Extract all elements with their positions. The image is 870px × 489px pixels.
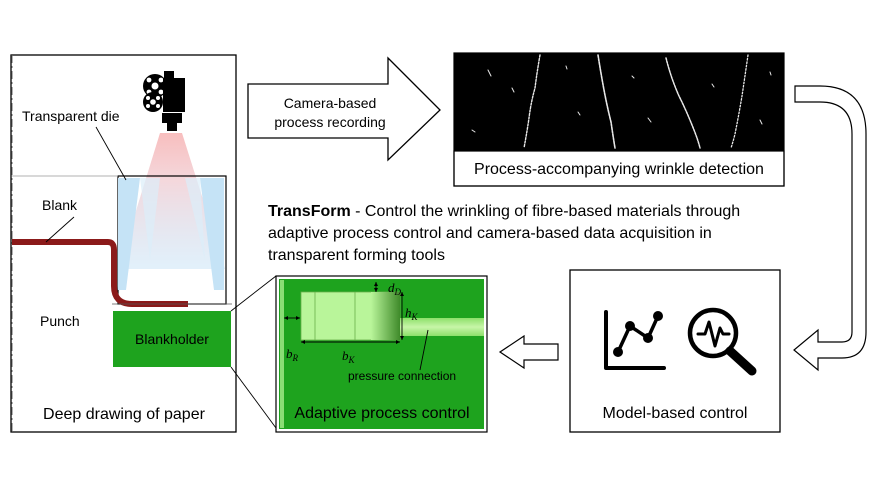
- film-camera-icon: [143, 71, 185, 131]
- dim-hK-arrow1: [400, 292, 404, 296]
- dim-bK-arrow1: [301, 340, 305, 344]
- blank-sheet: [12, 239, 188, 307]
- description-line1-rest: - Control the wrinkling of fibre-based m…: [351, 203, 741, 220]
- zoom-line-bottom: [230, 366, 277, 429]
- dim-bR-arrow2: [296, 316, 300, 320]
- die-light-left: [118, 178, 140, 290]
- wrinkle-image: [454, 53, 784, 151]
- label-dD-sub: D: [394, 287, 402, 297]
- dim-hK-arrow2: [400, 336, 404, 340]
- die-light-right: [200, 178, 224, 290]
- label-punch: Punch: [40, 313, 80, 329]
- label-transparent-die: Transparent die: [22, 108, 120, 124]
- die-callout-line: [95, 126, 127, 181]
- wrinkle-caption-box: [453, 150, 785, 187]
- wrinkle-frame: [453, 52, 785, 187]
- label-bK: bK: [342, 348, 356, 365]
- description-line3: transparent forming tools: [268, 247, 445, 264]
- wrinkle-caption: Process-accompanying wrinkle detection: [474, 161, 764, 178]
- dim-bK-arrow2: [396, 340, 400, 344]
- dim-bR-arrow1: [284, 316, 288, 320]
- model-control-panel: Model-based control: [569, 269, 781, 433]
- edge-strip: [280, 280, 284, 428]
- label-bK-sub: K: [348, 355, 356, 365]
- magnifier-pulse-icon: [687, 307, 757, 376]
- line-chart-icon: [604, 310, 666, 370]
- description-line1: TransForm - Control the wrinkling of fib…: [268, 203, 740, 220]
- wrinkle-detection-panel: Process-accompanying wrinkle detection: [453, 52, 785, 187]
- label-hK-sub: K: [411, 312, 419, 322]
- label-bR-sub: R: [292, 353, 299, 363]
- label-bR-main: b: [286, 346, 293, 361]
- deep-drawing-caption: Deep drawing of paper: [43, 406, 206, 423]
- die-light-mid2: [185, 178, 205, 260]
- label-bR: bR: [286, 346, 299, 363]
- pressure-pipe: [400, 318, 484, 336]
- label-dD-main: d: [388, 280, 395, 295]
- description-line2: adaptive process control and camera-base…: [268, 225, 712, 242]
- label-pressure-connection: pressure connection: [348, 369, 456, 383]
- arrow-label-line2: process recording: [274, 114, 385, 130]
- arrow-label-line1: Camera-based: [284, 95, 377, 111]
- camera-recording-arrow: Camera-based process recording: [247, 56, 441, 162]
- label-blankholder: Blankholder: [135, 331, 209, 347]
- label-hK: hK: [405, 305, 419, 322]
- blank-callout-line: [45, 216, 75, 243]
- camera-beam: [118, 133, 225, 269]
- chamber-dark-edge: [371, 292, 400, 340]
- blankholder: [113, 311, 231, 367]
- label-blank: Blank: [42, 197, 78, 213]
- project-description: TransForm - Control the wrinkling of fib…: [268, 203, 740, 264]
- model-control-caption: Model-based control: [603, 405, 748, 422]
- zoom-line-top: [230, 275, 277, 312]
- label-dD: dD: [388, 280, 402, 297]
- pressure-callout: [419, 329, 429, 371]
- wrinkle-lines: [471, 54, 772, 149]
- label-bK-main: b: [342, 348, 349, 363]
- description-bold: TransForm: [268, 203, 351, 220]
- adaptive-control-panel: dD hK bR bK pressure connection Adaptive…: [275, 275, 488, 433]
- adaptive-caption: Adaptive process control: [294, 405, 469, 422]
- feedback-arrow: [498, 334, 559, 370]
- curved-arrow: [793, 85, 867, 372]
- die-light-mid: [140, 178, 160, 260]
- label-hK-main: h: [405, 305, 412, 320]
- deep-drawing-panel: Transparent die Blank Punch Blankholder …: [10, 54, 277, 433]
- dim-dD-arrow2: [374, 288, 378, 292]
- dim-dD-arrow1: [374, 282, 378, 286]
